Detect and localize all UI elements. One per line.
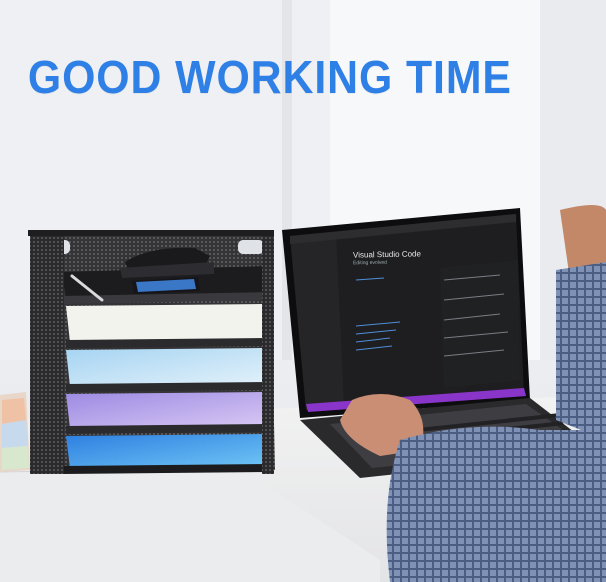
tablet — [282, 208, 530, 418]
stapler — [120, 247, 214, 278]
tablet-screen-title: Visual Studio Code — [352, 249, 421, 260]
headline: GOOD WORKING TIME — [27, 51, 512, 103]
pen — [70, 274, 104, 302]
smartphone — [132, 277, 200, 294]
tablet-screen-subtitle: Editing evolved — [352, 259, 387, 267]
mesh-file-organizer — [28, 230, 275, 474]
hands — [340, 205, 606, 582]
color-swatches — [0, 392, 30, 472]
